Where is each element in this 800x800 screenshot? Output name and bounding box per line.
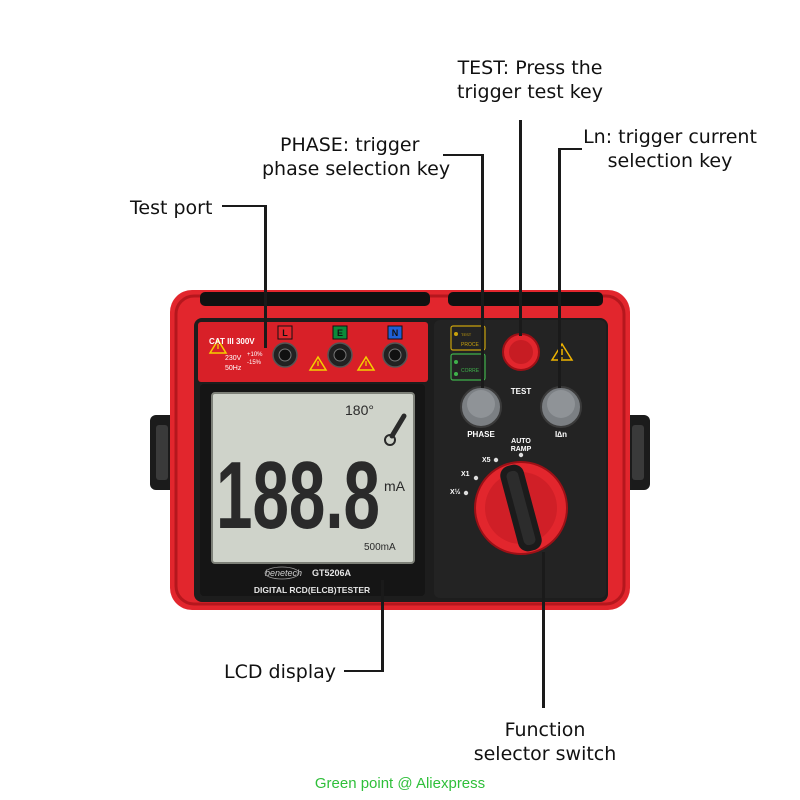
ln-button-label: I∆n xyxy=(555,430,567,439)
leader-phase-vertical xyxy=(481,154,484,388)
port-label-n: N xyxy=(392,328,399,338)
dial-label-ramp: RAMP xyxy=(511,446,532,453)
leader-ln-vertical xyxy=(558,148,561,388)
leader-port-horizontal xyxy=(222,205,266,207)
callout-test-key: TEST: Press the trigger test key xyxy=(457,57,603,103)
watermark-text: Green point @ Aliexpress xyxy=(314,775,486,792)
tiny-label-proce: PROCE xyxy=(461,342,479,348)
lcd-range: 500mA xyxy=(364,542,396,553)
tolerance-plus: +10% xyxy=(247,352,263,358)
leader-lcd-vertical xyxy=(381,580,384,672)
port-warning-icon-3 xyxy=(356,355,376,371)
leader-test-vertical xyxy=(519,120,522,336)
function-selector-dial[interactable] xyxy=(474,461,568,555)
model-number: GT5206A xyxy=(312,568,352,578)
test-button[interactable] xyxy=(502,333,540,371)
voltage-label: 230V xyxy=(225,355,242,362)
callout-lcd-display: LCD display xyxy=(224,661,336,683)
port-l[interactable] xyxy=(272,325,298,368)
tiny-label-corre: CORRE xyxy=(461,368,480,374)
callout-test-port: Test port xyxy=(130,197,213,219)
port-n[interactable] xyxy=(382,325,408,368)
phase-button-label: PHASE xyxy=(467,430,495,439)
dial-label-x1: X1 xyxy=(461,471,470,478)
port-label-e: E xyxy=(337,328,343,338)
leader-phase-horizontal xyxy=(443,154,483,156)
test-button-label: TEST xyxy=(511,387,532,396)
lcd-angle: 180° xyxy=(345,402,374,418)
phase-button[interactable] xyxy=(460,386,502,428)
warning-icon xyxy=(550,342,574,361)
category-rating: CAT III 300V xyxy=(209,337,255,346)
ln-button[interactable] xyxy=(540,386,582,428)
thermometer-icon xyxy=(384,413,407,446)
port-warning-icon-1 xyxy=(208,338,228,354)
frequency-label: 50Hz xyxy=(225,365,242,372)
lcd-panel xyxy=(211,392,415,564)
terminal-strip xyxy=(198,322,428,382)
tolerance-minus: -15% xyxy=(247,360,262,366)
lcd-digits: 188.8 xyxy=(216,442,380,549)
port-e[interactable] xyxy=(327,325,353,368)
lcd-unit: mA xyxy=(384,478,406,494)
product-name: DIGITAL RCD(ELCB)TESTER xyxy=(254,585,370,595)
leader-port-vertical xyxy=(264,205,267,348)
port-label-l: L xyxy=(282,328,288,338)
leader-lcd-horizontal xyxy=(344,670,384,672)
leader-function-vertical xyxy=(542,552,545,708)
dial-label-auto: AUTO xyxy=(511,438,531,445)
callout-phase-key: PHASE: trigger phase selection key xyxy=(262,134,451,180)
port-warning-icon-2 xyxy=(308,355,328,371)
dial-label-x5: X5 xyxy=(482,457,491,464)
brand-logo: benetech xyxy=(265,568,302,578)
dial-label-xhalf: X½ xyxy=(450,488,461,496)
callout-function-switch: Function selector switch xyxy=(473,719,617,765)
tiny-label-test: TEST xyxy=(461,332,472,337)
leader-ln-horizontal xyxy=(560,148,582,150)
callout-ln-key: Ln: trigger current selection key xyxy=(583,126,757,172)
